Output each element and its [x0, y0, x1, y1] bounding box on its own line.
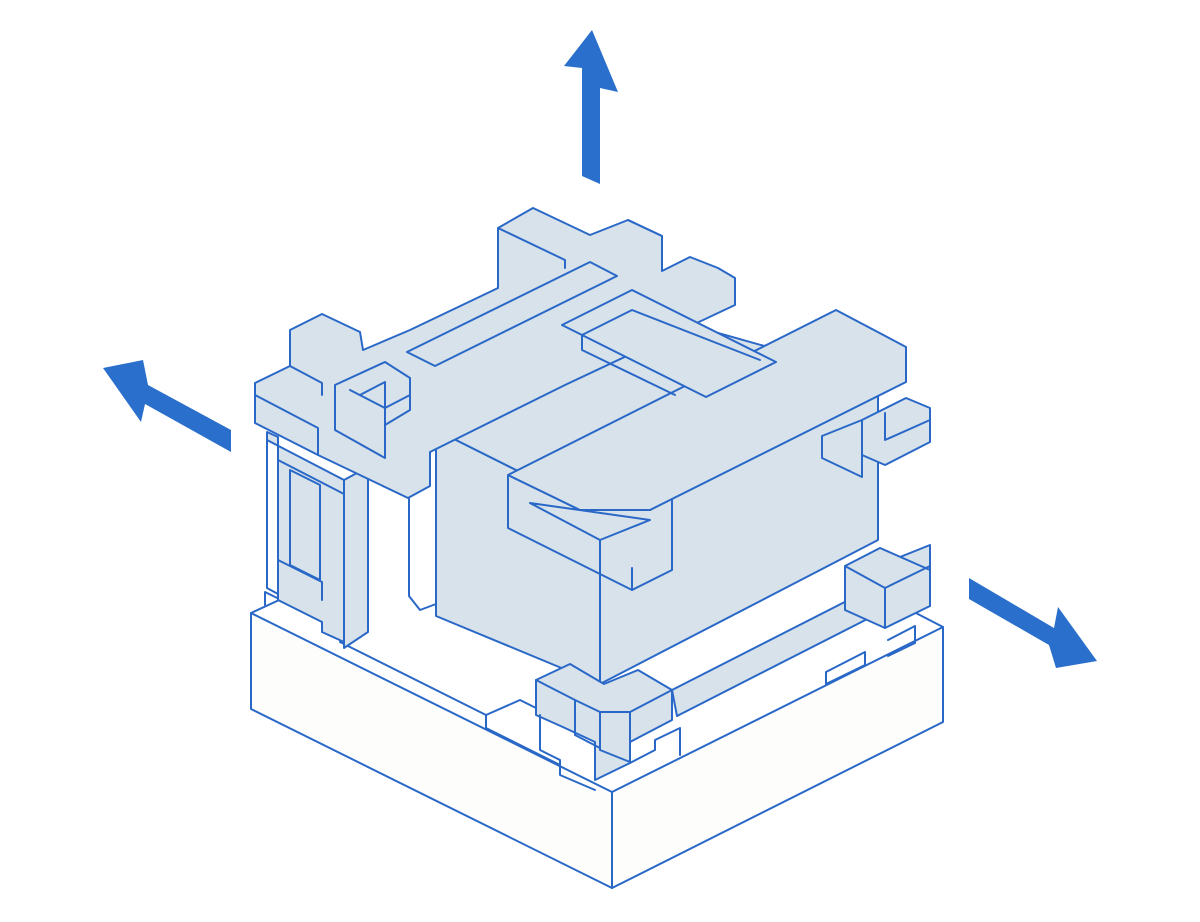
- corner-post-window-inner: [277, 459, 345, 495]
- top-frame-slot: [406, 261, 618, 367]
- right-frame: [535, 544, 931, 791]
- arrow-left-icon: [103, 360, 231, 452]
- bracket-front-right-inner: [529, 502, 651, 541]
- corner-post-window-inner-2: [277, 559, 323, 601]
- corner-post-back: [408, 454, 437, 611]
- direction-arrows: [103, 30, 1097, 668]
- corner-post-side: [343, 466, 369, 649]
- corner-post-outer: [266, 431, 345, 643]
- bracket-right-end-edge: [884, 412, 931, 441]
- pallet-front-right-face: [611, 626, 944, 889]
- front-corner-edge-3: [599, 711, 631, 763]
- front-corner-leg-2: [629, 727, 681, 764]
- bracket-right-post: [821, 419, 863, 478]
- crate: [435, 309, 931, 685]
- pallet-top-edge-right: [911, 610, 944, 628]
- top-frame-notch-edge: [359, 381, 386, 426]
- arrow-right-icon: [969, 578, 1097, 668]
- front-corner-leg: [539, 714, 596, 791]
- front-corner-edge-2: [574, 699, 601, 749]
- top-frame-arm-edge: [254, 394, 319, 456]
- top-frame-arm-edge-2: [289, 365, 323, 396]
- top-frame-cross-2: [627, 219, 663, 237]
- bottom-right-block-edge-2: [884, 565, 931, 589]
- top-frame-plate-edge: [581, 334, 676, 396]
- top-frame-notch-inner: [349, 389, 411, 409]
- top-frame-plate: [561, 289, 777, 398]
- pallet-inner-rail-3: [485, 699, 541, 716]
- bracket-top-right: [507, 309, 907, 511]
- top-frame-cross: [497, 227, 566, 269]
- top-frame-plate-inner: [581, 309, 761, 361]
- pallet-inner-rail-5: [887, 625, 916, 657]
- top-frame: [254, 207, 777, 499]
- pallet-inner-rail-4: [825, 651, 866, 685]
- corner-frame: [266, 431, 437, 649]
- bottom-right-block: [844, 547, 931, 629]
- arrow-up-icon: [564, 30, 618, 184]
- corner-post-seam: [266, 439, 279, 595]
- pallet-inner-rail-2: [339, 641, 561, 766]
- top-frame-notch: [334, 361, 411, 459]
- base-pallet: [250, 591, 944, 889]
